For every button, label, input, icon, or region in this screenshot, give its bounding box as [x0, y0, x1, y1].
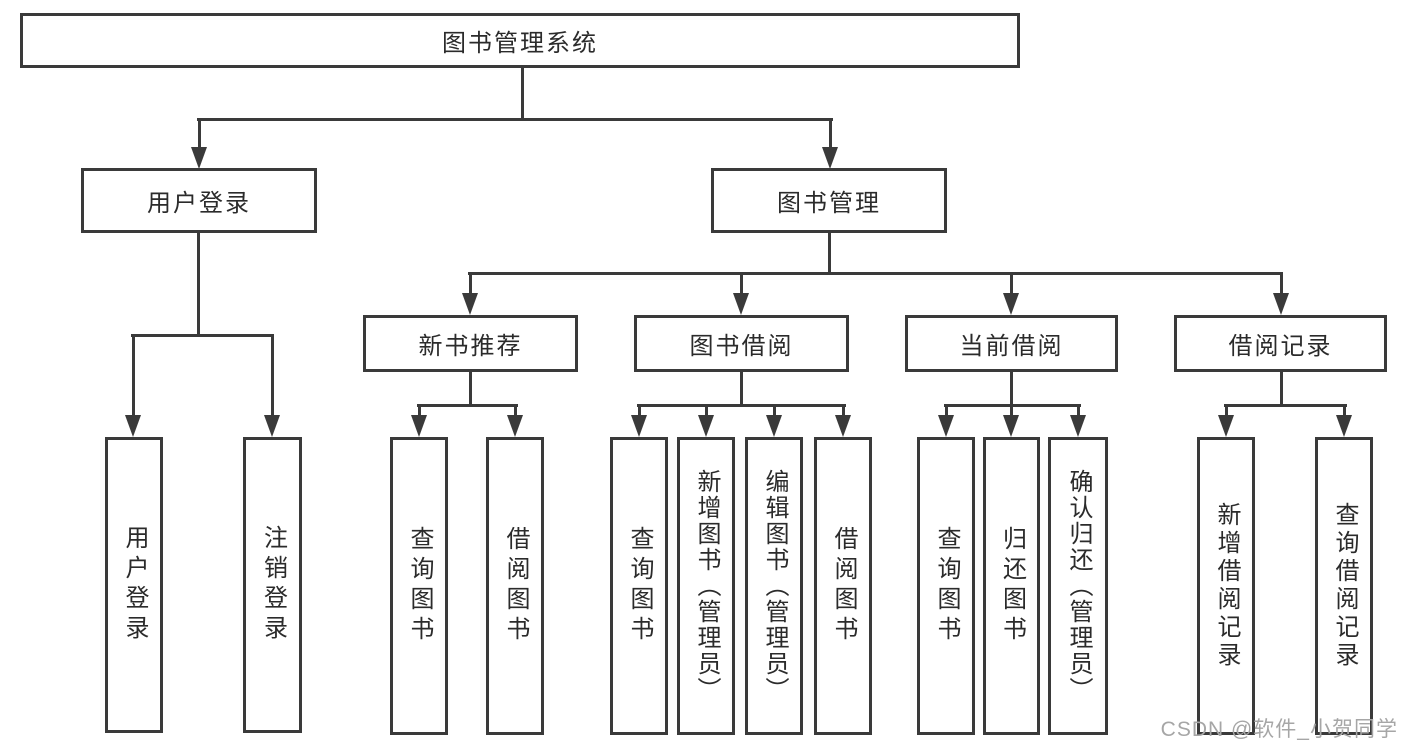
node-label: 图书管理 — [777, 190, 881, 217]
csdn-watermark: CSDN @软件_小贺同学 — [1160, 718, 1398, 741]
leaf-logout: 注销登录 — [243, 437, 302, 733]
node-label: 借阅记录 — [1228, 333, 1333, 360]
node-user-login: 用户登录 — [81, 168, 317, 233]
connector-stem — [842, 404, 845, 415]
arrow-down-icon — [1273, 293, 1289, 315]
arrow-down-icon — [766, 415, 782, 437]
leaf-query-books-borrowing: 查询图书 — [610, 437, 668, 735]
arrow-down-icon — [1003, 293, 1019, 315]
leaf-label: 查询借阅记录 — [1331, 502, 1358, 670]
connector-book-borrowing-horizontal-line — [637, 404, 846, 407]
arrow-down-icon — [264, 415, 280, 437]
arrow-down-icon — [698, 415, 714, 437]
leaf-label: 借阅图书 — [502, 526, 529, 646]
leaf-query-borrow-record: 查询借阅记录 — [1315, 437, 1373, 735]
node-new-book-recommendation: 新书推荐 — [363, 315, 578, 372]
connector-book-management-horizontal-line — [468, 272, 1283, 275]
connector-stem-user-login — [198, 118, 201, 148]
connector-borrow-records-horizontal-line — [1224, 404, 1347, 407]
connector-borrow-records-vertical-line — [1280, 370, 1283, 407]
connector-stem — [1010, 404, 1013, 415]
connector-book-management-vertical-line — [828, 231, 831, 275]
connector-new-book-horizontal-line — [417, 404, 518, 407]
leaf-return-book: 归还图书 — [983, 437, 1040, 735]
leaf-borrow-books-borrowing: 借阅图书 — [814, 437, 872, 735]
arrow-down-icon — [507, 415, 523, 437]
connector-stem — [1225, 404, 1228, 415]
connector-root-horizontal-line — [197, 118, 833, 121]
leaf-label: 编辑图书（管理员） — [761, 469, 788, 703]
arrow-down-icon — [938, 415, 954, 437]
arrow-down-icon — [1218, 415, 1234, 437]
arrow-down-icon — [733, 293, 749, 315]
leaf-label: 借阅图书 — [830, 526, 857, 646]
connector-user-login-vertical-line — [197, 231, 200, 337]
connector-stem-current-borrowing — [1010, 272, 1013, 293]
connector-book-borrowing-vertical-line — [740, 370, 743, 407]
connector-user-login-horizontal-line — [131, 334, 274, 337]
connector-stem-book-borrowing — [740, 272, 743, 293]
connector-root-vertical-line — [521, 66, 524, 119]
leaf-user-login: 用户登录 — [105, 437, 163, 733]
leaf-confirm-return-admin: 确认归还（管理员） — [1048, 437, 1108, 735]
arrow-down-icon — [125, 415, 141, 437]
leaf-label: 查询图书 — [626, 526, 653, 646]
leaf-label: 查询图书 — [406, 526, 433, 646]
leaf-label: 用户登录 — [121, 525, 148, 645]
node-book-management: 图书管理 — [711, 168, 947, 233]
connector-stem-new-book — [469, 272, 472, 293]
node-current-borrowing: 当前借阅 — [905, 315, 1118, 372]
node-label: 新书推荐 — [418, 333, 523, 360]
arrow-down-icon — [835, 415, 851, 437]
arrow-down-icon — [462, 293, 478, 315]
leaf-add-book-admin: 新增图书（管理员） — [677, 437, 735, 735]
node-label: 图书管理系统 — [442, 30, 598, 57]
node-label: 图书借阅 — [689, 333, 794, 360]
leaf-label: 新增图书（管理员） — [693, 469, 720, 703]
connector-stem — [1077, 404, 1080, 415]
arrow-down-icon — [822, 147, 838, 169]
connector-current-borrowing-vertical-line — [1010, 370, 1013, 407]
node-label: 用户登录 — [147, 190, 251, 217]
node-borrow-records: 借阅记录 — [1174, 315, 1387, 372]
connector-stem — [705, 404, 708, 415]
connector-stem — [773, 404, 776, 415]
leaf-label: 确认归还（管理员） — [1065, 469, 1092, 703]
arrow-down-icon — [411, 415, 427, 437]
node-book-borrowing: 图书借阅 — [634, 315, 849, 372]
arrow-down-icon — [631, 415, 647, 437]
connector-stem — [418, 404, 421, 415]
leaf-query-books-current: 查询图书 — [917, 437, 975, 735]
connector-stem — [514, 404, 517, 415]
leaf-label: 归还图书 — [998, 526, 1026, 646]
connector-stem — [1343, 404, 1346, 415]
connector-stem-book-management — [829, 118, 832, 148]
connector-stem-leaf-logout — [271, 334, 274, 415]
connector-stem — [945, 404, 948, 415]
arrow-down-icon — [1336, 415, 1352, 437]
connector-stem — [638, 404, 641, 415]
leaf-add-borrow-record: 新增借阅记录 — [1197, 437, 1255, 735]
leaf-label: 查询图书 — [933, 526, 960, 646]
leaf-query-books-recommend: 查询图书 — [390, 437, 448, 735]
leaf-label: 注销登录 — [259, 525, 287, 645]
leaf-label: 新增借阅记录 — [1213, 502, 1240, 670]
node-library-management-system: 图书管理系统 — [20, 13, 1020, 68]
arrow-down-icon — [1003, 415, 1019, 437]
connector-new-book-vertical-line — [469, 370, 472, 407]
arrow-down-icon — [1070, 415, 1086, 437]
node-label: 当前借阅 — [959, 333, 1064, 360]
arrow-down-icon — [191, 147, 207, 169]
leaf-edit-book-admin: 编辑图书（管理员） — [745, 437, 803, 735]
connector-stem-leaf-user-login — [132, 334, 135, 415]
connector-stem-borrow-records — [1280, 272, 1283, 293]
leaf-borrow-books-recommend: 借阅图书 — [486, 437, 544, 735]
